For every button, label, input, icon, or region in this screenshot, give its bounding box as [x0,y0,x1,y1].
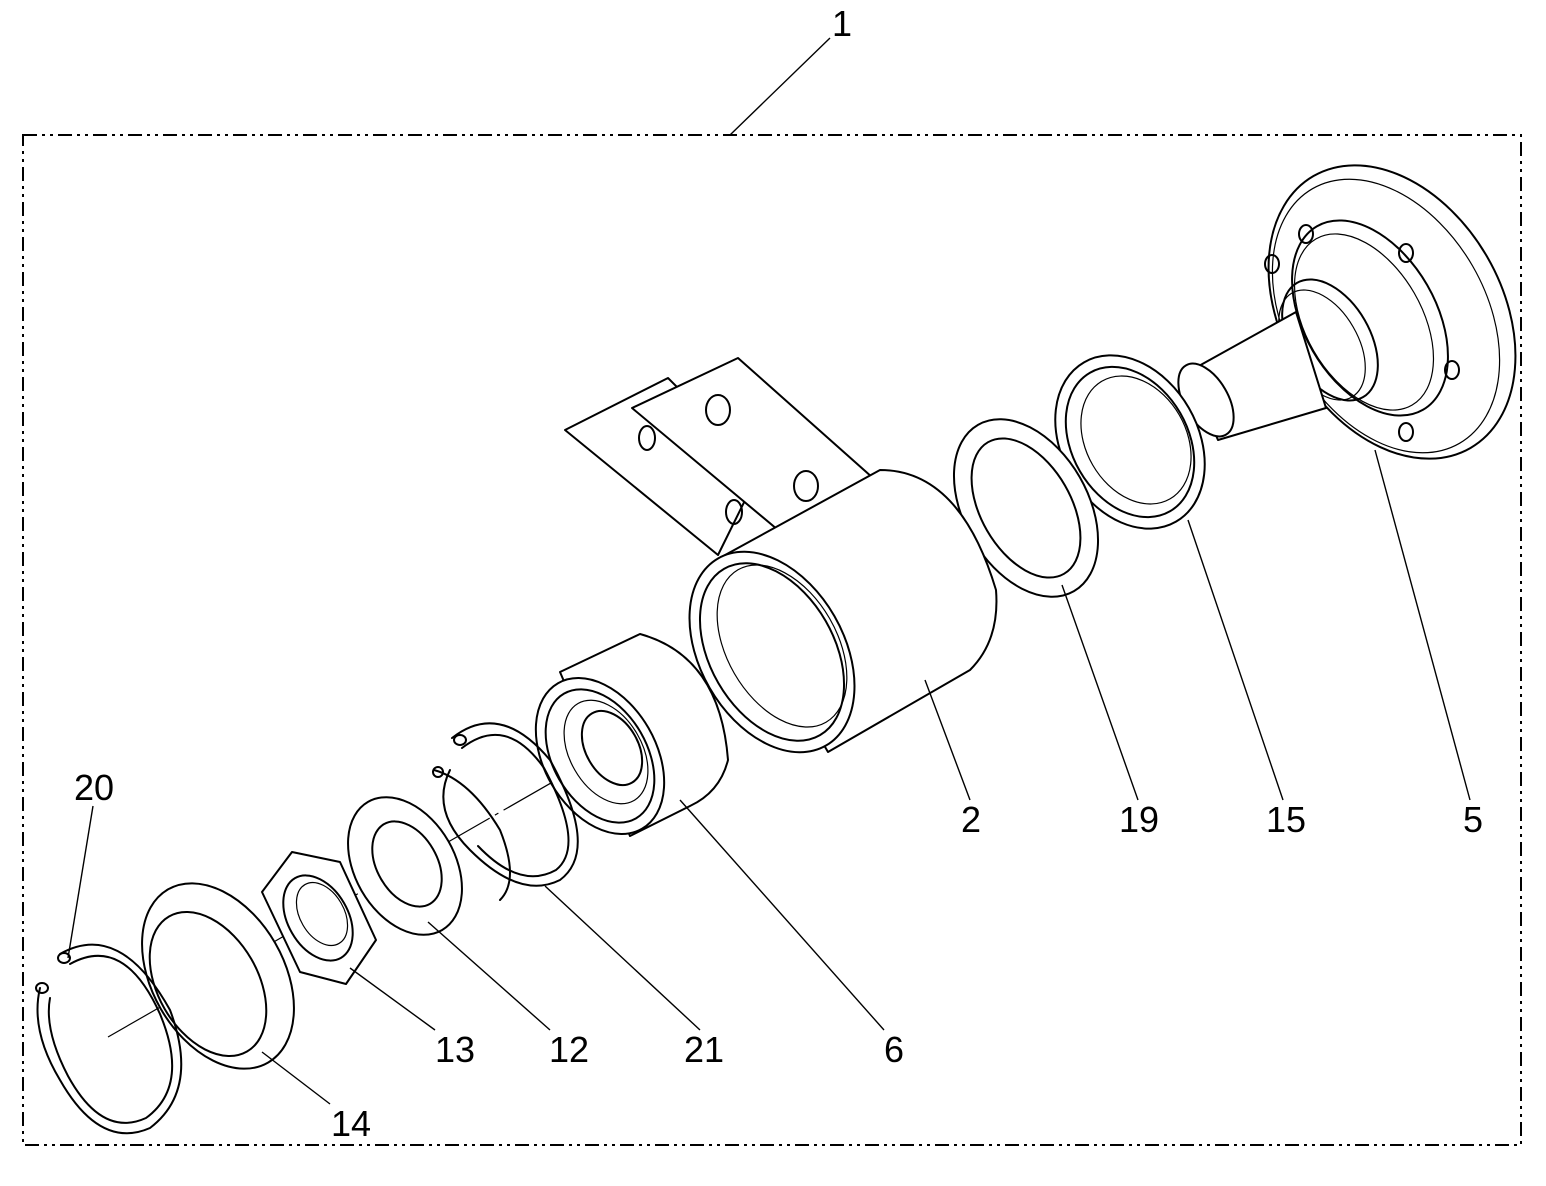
callout-12: 12 [549,1029,589,1070]
callout-1: 1 [832,3,852,44]
callout-2: 2 [961,799,981,840]
leader-12 [427,921,551,1031]
leader-5 [1374,449,1471,801]
part-2-housing [564,357,998,754]
callout-13: 13 [435,1029,475,1070]
leader-13 [349,967,436,1031]
leader-20 [67,805,94,959]
callout-15: 15 [1266,799,1306,840]
part-5-stub-axle [1177,164,1517,460]
circlip-secondary [432,766,511,901]
part-12-washer [347,796,463,936]
leader-15 [1187,519,1284,801]
leader-21 [544,885,701,1031]
callout-19: 19 [1119,799,1159,840]
part-14-dust-cap [141,882,295,1070]
part-13-hex-nut [261,851,377,985]
part-21-circlip [442,722,579,887]
leader-19 [1061,584,1139,801]
part-6-bearing [534,633,729,837]
callout-21: 21 [684,1029,724,1070]
assembly-boundary-frame [22,134,1522,1146]
leader-6 [679,799,885,1031]
callout-6: 6 [884,1029,904,1070]
part-20-snap-ring [35,943,183,1135]
callout-14: 14 [331,1103,371,1144]
leader-14 [261,1051,331,1105]
leader-lines [67,37,1471,1105]
leader-2 [924,679,971,801]
leader-1 [729,37,831,136]
part-19-washer [952,418,1100,598]
callout-5: 5 [1463,799,1483,840]
callout-20: 20 [74,767,114,808]
